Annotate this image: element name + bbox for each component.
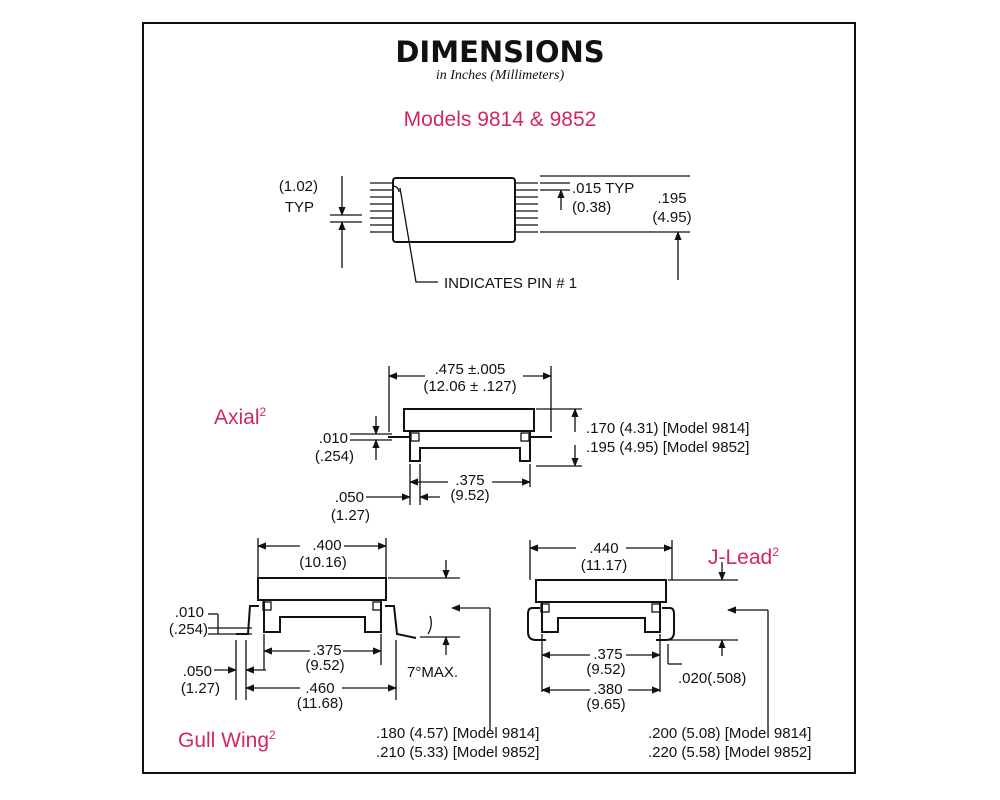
gull-spacing-mm: (9.52)	[305, 657, 344, 674]
gull-lead-thickness: .010	[175, 604, 204, 621]
j-foot-span-mm: (9.65)	[586, 696, 625, 713]
lead-width-mm-label: (0.38)	[572, 199, 611, 216]
axial-drawing	[350, 366, 582, 505]
gull-overall-mm: (11.68)	[297, 695, 343, 712]
gull-height-9852: .210 (5.33) [Model 9852]	[376, 744, 539, 761]
axial-length-mm-label: (12.06 ± .127)	[423, 378, 516, 395]
pitch-mm-label: (1.02)	[279, 178, 318, 195]
j-body-width-mm: (11.17)	[581, 557, 627, 574]
axial-lead-thickness-mm: (.254)	[315, 448, 354, 465]
j-height-9852: .220 (5.58) [Model 9852]	[648, 744, 811, 761]
top-height-label: .195	[657, 190, 686, 207]
j-standoff: .020(.508)	[678, 670, 746, 687]
axial-lead-offset-mm: (1.27)	[331, 507, 370, 524]
gull-wing-label: Gull Wing2	[178, 728, 276, 752]
axial-spacing: .375	[455, 472, 484, 489]
gull-height-9814: .180 (4.57) [Model 9814]	[376, 725, 539, 742]
pitch-typ-label: TYP	[285, 199, 314, 216]
top-height-mm-label: (4.95)	[652, 209, 691, 226]
diagram-frame	[142, 22, 856, 774]
axial-length-label: .475 ±.005	[435, 361, 506, 378]
models-heading: Models 9814 & 9852	[404, 108, 597, 131]
gull-wing-drawing	[208, 538, 491, 730]
j-spacing-mm: (9.52)	[586, 661, 625, 678]
j-body-width: .440	[589, 540, 618, 557]
gull-lead-thickness-mm: (.254)	[169, 621, 208, 638]
j-spacing: .375	[593, 646, 622, 663]
axial-spacing-mm: (9.52)	[450, 487, 489, 504]
axial-label: Axial2	[214, 405, 267, 429]
gull-body-width-mm: (10.16)	[299, 554, 347, 571]
axial-height-9852: .195 (4.95) [Model 9852]	[586, 439, 749, 456]
gull-angle: 7°MAX.	[407, 664, 458, 681]
axial-lead-thickness: .010	[319, 430, 348, 447]
gull-lead-offset: .050	[183, 663, 212, 680]
lead-width-label: .015 TYP	[572, 180, 634, 197]
top-view-drawing	[330, 175, 690, 283]
axial-lead-offset: .050	[335, 489, 364, 506]
j-foot-span: .380	[593, 681, 622, 698]
gull-lead-offset-mm: (1.27)	[181, 680, 220, 697]
j-height-9814: .200 (5.08) [Model 9814]	[648, 725, 811, 742]
pin1-note: INDICATES PIN # 1	[444, 275, 577, 292]
gull-body-width: .400	[312, 537, 341, 554]
page-title: DIMENSIONS	[395, 35, 604, 69]
axial-height-9814: .170 (4.31) [Model 9814]	[586, 420, 749, 437]
j-lead-drawing	[527, 540, 769, 728]
j-lead-label: J-Lead2	[708, 545, 779, 569]
gull-spacing: .375	[312, 642, 341, 659]
gull-overall: .460	[305, 680, 334, 697]
page-subtitle: in Inches (Millimeters)	[436, 68, 565, 83]
